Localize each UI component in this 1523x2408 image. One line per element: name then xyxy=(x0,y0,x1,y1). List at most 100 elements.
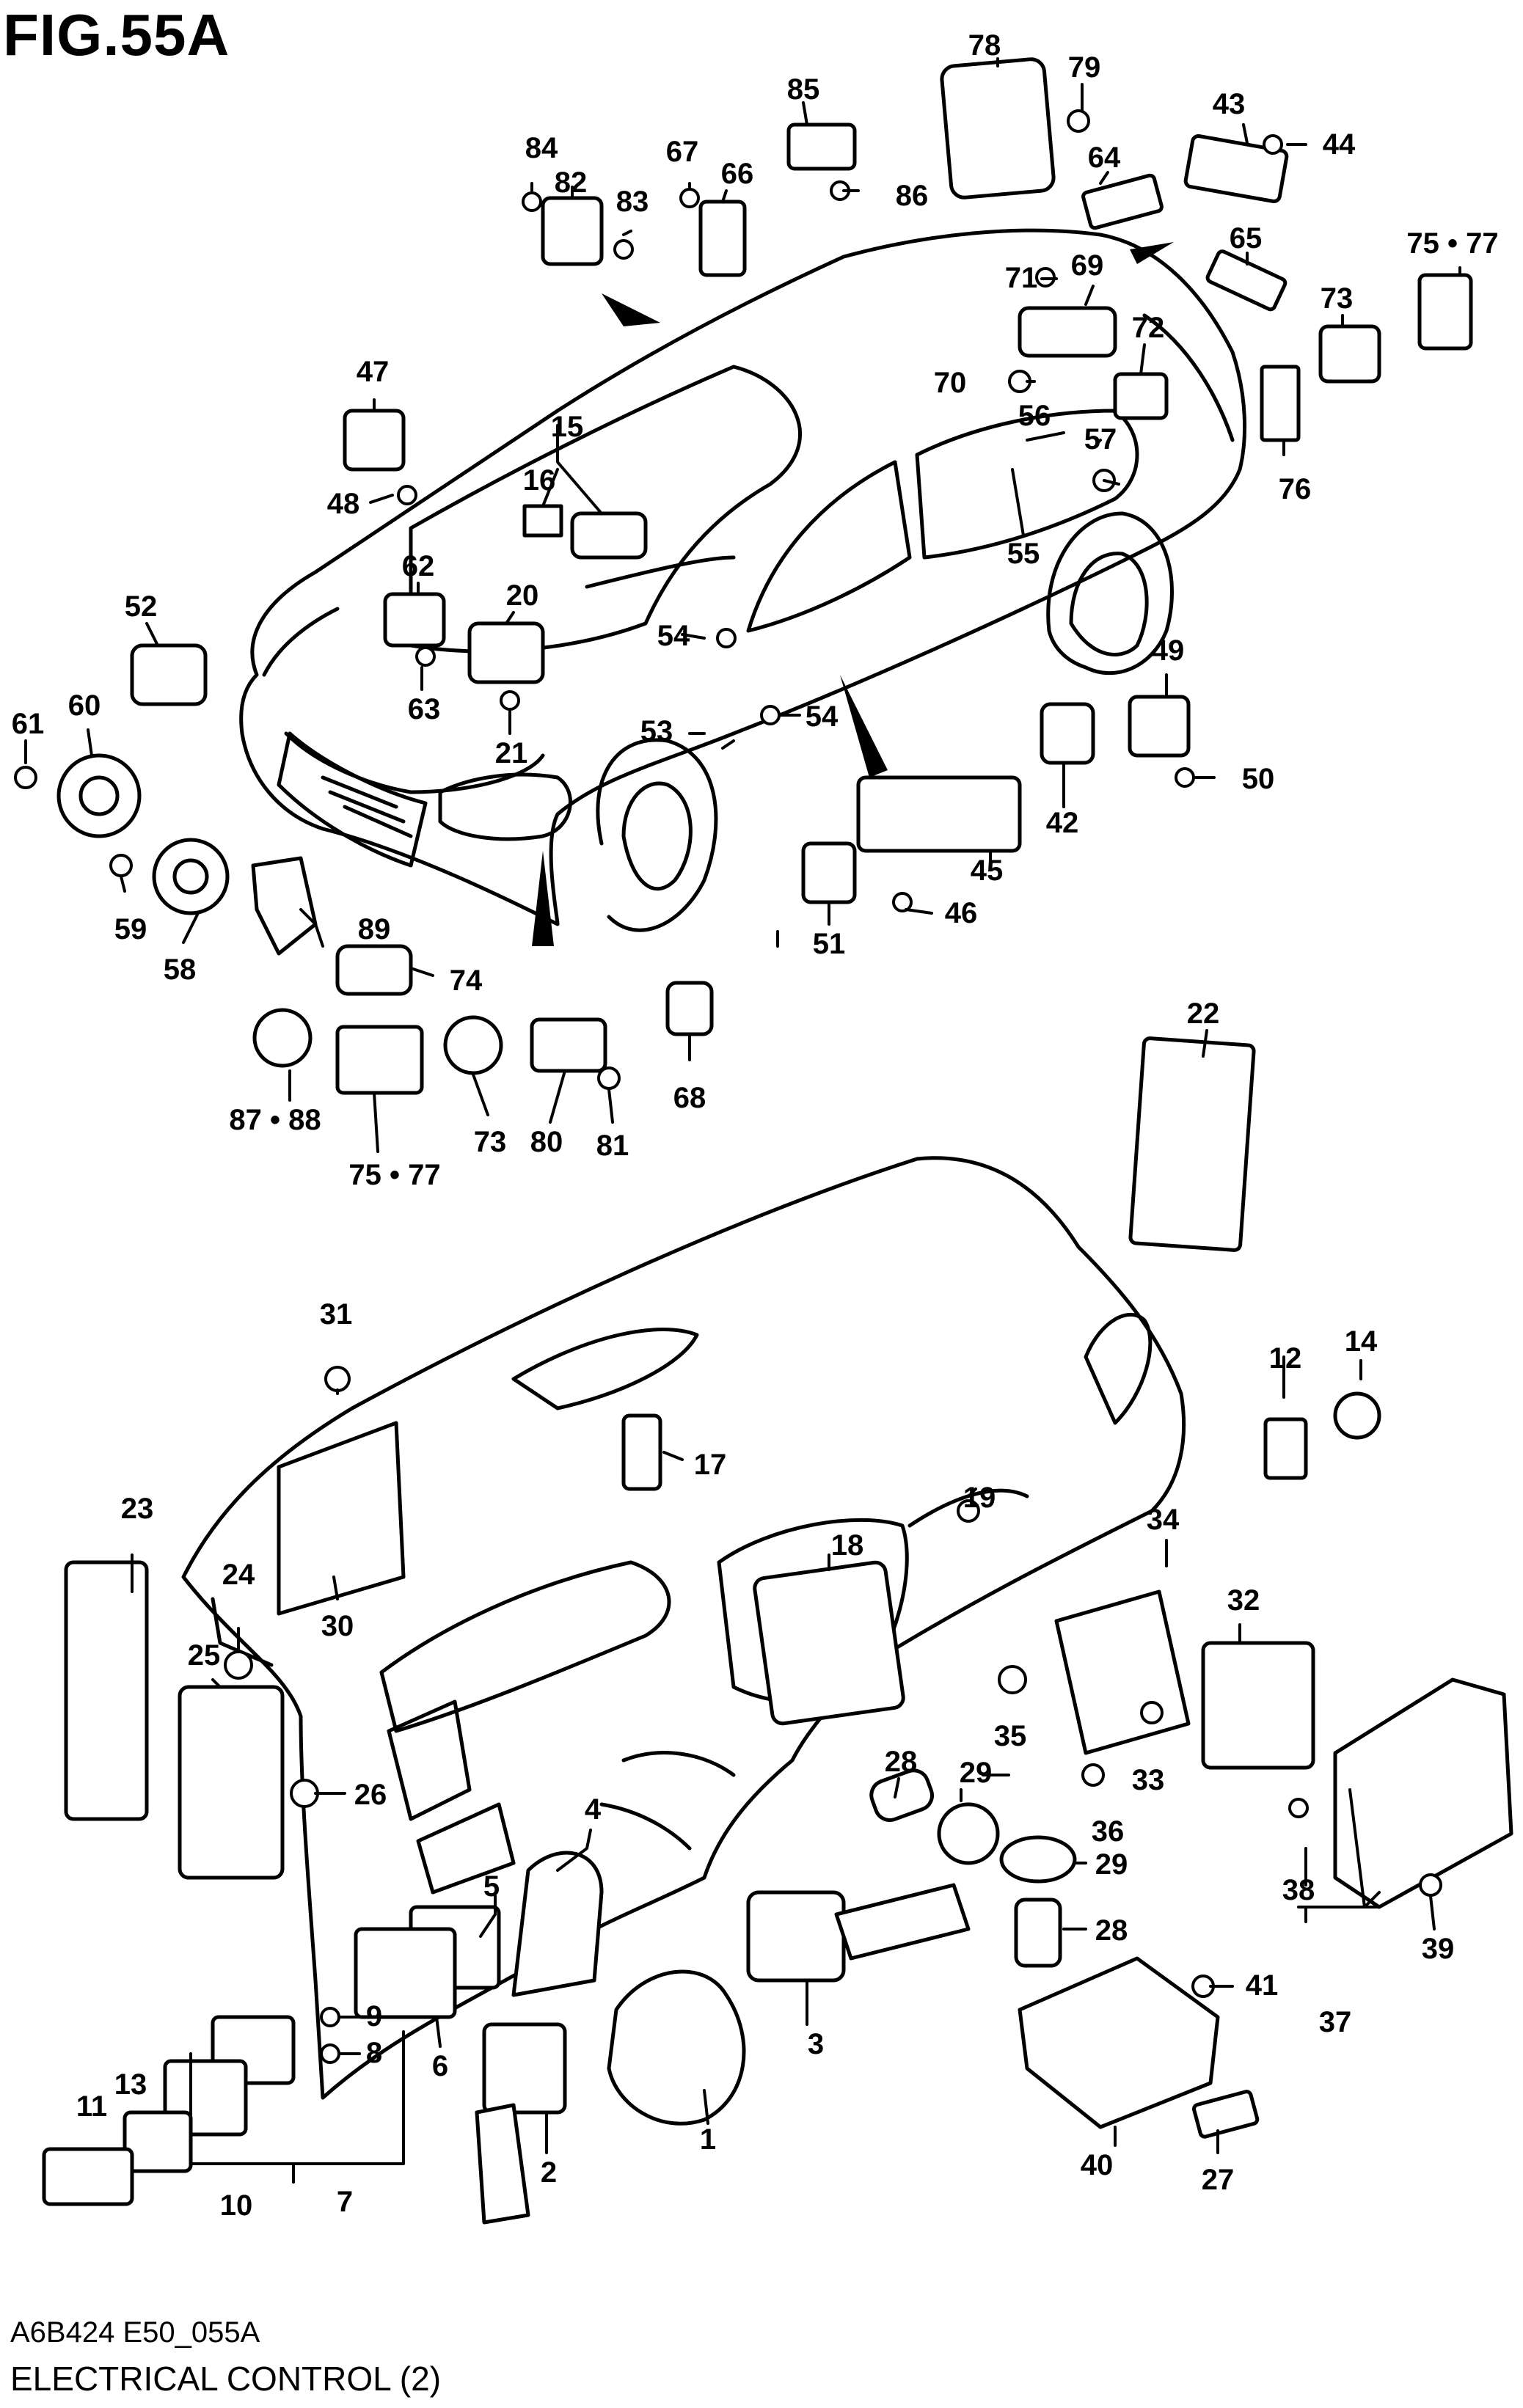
callout-54b: 54 xyxy=(806,700,839,733)
callout-38: 38 xyxy=(1282,1874,1315,1906)
callout-49: 49 xyxy=(1152,634,1185,667)
callout-52: 52 xyxy=(125,590,158,623)
part-51-shape xyxy=(801,841,857,904)
part-28b-shape xyxy=(1014,1898,1062,1968)
part-29b-shape xyxy=(999,1835,1077,1884)
callout-42: 42 xyxy=(1046,807,1079,839)
callout-25: 25 xyxy=(188,1639,221,1672)
part-85-shape xyxy=(786,122,857,171)
callout-65: 65 xyxy=(1230,222,1263,255)
callout-36: 36 xyxy=(1092,1815,1125,1848)
callout-40: 40 xyxy=(1081,2149,1114,2181)
callout-17: 17 xyxy=(694,1449,727,1481)
callout-39: 39 xyxy=(1422,1933,1455,1965)
part-49-shape xyxy=(1128,695,1191,758)
callout-50: 50 xyxy=(1242,763,1275,795)
callout-79: 79 xyxy=(1068,51,1101,84)
callout-85: 85 xyxy=(787,73,820,106)
part-74-shape xyxy=(335,944,413,996)
callout-58: 58 xyxy=(164,954,197,986)
callout-55: 55 xyxy=(1007,538,1040,570)
callout-29a: 29 xyxy=(960,1757,993,1789)
car-body-outline xyxy=(239,228,1247,932)
part-66-shape xyxy=(698,200,747,277)
part-80-shape xyxy=(530,1017,607,1073)
part-87-88-shape xyxy=(252,1008,313,1068)
callout-9: 9 xyxy=(366,2000,382,2032)
figure-title: FIG.55A xyxy=(3,2,230,67)
part-34-shape xyxy=(1054,1589,1191,1755)
callout-47: 47 xyxy=(357,356,390,388)
callout-27: 27 xyxy=(1202,2164,1235,2196)
callout-labels: 1 2 3 4 5 6 7 8 9 10 11 12 13 14 15 16 1… xyxy=(12,29,1499,2222)
part-22-shape xyxy=(1128,1036,1256,1252)
part-76-shape xyxy=(1260,365,1301,442)
callout-87-88: 87 • 88 xyxy=(229,1104,321,1136)
callout-26: 26 xyxy=(354,1779,387,1811)
callout-73a: 73 xyxy=(1321,282,1354,315)
callout-48: 48 xyxy=(327,488,360,520)
part-30-shape xyxy=(277,1421,406,1616)
callout-21: 21 xyxy=(495,737,528,769)
part-6-shape xyxy=(354,1927,457,2019)
part-2-shape xyxy=(482,2022,567,2115)
part-52-shape xyxy=(130,643,208,706)
callout-68: 68 xyxy=(673,1082,706,1114)
callout-19: 19 xyxy=(963,1482,996,1514)
callout-72: 72 xyxy=(1132,312,1165,344)
part-47-shape xyxy=(343,409,406,472)
callout-28a: 28 xyxy=(885,1746,918,1778)
callout-8: 8 xyxy=(366,2037,382,2069)
callout-78: 78 xyxy=(968,29,1001,62)
callout-11: 11 xyxy=(76,2090,107,2123)
part-89-shape xyxy=(251,856,318,956)
part-20-shape xyxy=(467,621,545,684)
part-73a-shape xyxy=(1318,324,1381,384)
callout-73b: 73 xyxy=(474,1126,507,1158)
callout-82: 82 xyxy=(555,166,588,199)
part-12-shape xyxy=(1263,1417,1308,1480)
callout-34: 34 xyxy=(1147,1504,1180,1536)
callout-81: 81 xyxy=(596,1130,629,1162)
callout-31: 31 xyxy=(320,1298,353,1331)
part-17-shape xyxy=(621,1413,662,1491)
callout-45: 45 xyxy=(971,854,1004,887)
part-16-shape xyxy=(522,504,563,538)
callout-69: 69 xyxy=(1071,249,1104,282)
part-14-shape xyxy=(1333,1391,1381,1440)
part-73b-shape xyxy=(443,1015,503,1075)
callout-15: 15 xyxy=(551,411,584,443)
callout-61: 61 xyxy=(12,708,45,740)
callout-2: 2 xyxy=(541,2156,557,2189)
part-15-shape xyxy=(570,511,648,560)
callout-5: 5 xyxy=(483,1870,500,1903)
part-40-shape xyxy=(1018,1956,1220,2129)
part-29a-shape xyxy=(937,1802,1000,1865)
callout-60: 60 xyxy=(68,689,101,722)
callout-35: 35 xyxy=(994,1720,1027,1752)
callout-4: 4 xyxy=(585,1793,602,1826)
callout-54a: 54 xyxy=(657,620,690,652)
callout-7: 7 xyxy=(337,2186,353,2218)
callout-3: 3 xyxy=(808,2028,824,2060)
callout-83: 83 xyxy=(616,186,649,218)
callout-18: 18 xyxy=(831,1529,864,1562)
part-13-shape xyxy=(123,2110,193,2173)
part-75-77a-shape xyxy=(1417,273,1473,351)
part-78-shape xyxy=(940,57,1056,200)
callout-75-77b: 75 • 77 xyxy=(348,1159,440,1191)
callout-76: 76 xyxy=(1279,473,1312,505)
callout-6: 6 xyxy=(432,2050,448,2082)
callout-59: 59 xyxy=(114,913,147,945)
callout-63: 63 xyxy=(408,693,441,725)
callout-53: 53 xyxy=(640,715,673,747)
part-23-shape xyxy=(64,1560,149,1821)
callout-56: 56 xyxy=(1018,400,1051,432)
part-4-shape xyxy=(511,1851,604,1997)
callout-43: 43 xyxy=(1213,88,1246,120)
part-11-shape xyxy=(42,2147,134,2206)
callout-66: 66 xyxy=(721,158,754,190)
callout-75-77a: 75 • 77 xyxy=(1406,227,1498,260)
callout-24: 24 xyxy=(222,1559,255,1591)
